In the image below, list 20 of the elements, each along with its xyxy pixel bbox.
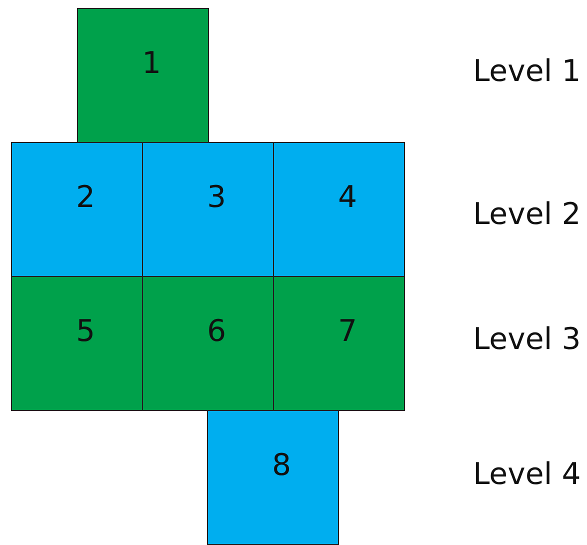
level-label: Level 4 xyxy=(473,460,581,490)
tile-number: 3 xyxy=(207,183,226,213)
square-tile xyxy=(142,276,274,411)
square-tile xyxy=(273,276,405,411)
tile-number: 7 xyxy=(338,317,358,347)
level-label: Level 3 xyxy=(473,325,581,355)
square-tile xyxy=(207,410,339,545)
tile-number: 2 xyxy=(76,183,96,213)
square-tile xyxy=(142,142,274,277)
square-tile xyxy=(11,276,143,411)
tile-number: 6 xyxy=(207,317,226,347)
tile-number: 4 xyxy=(338,183,358,213)
tile-number: 1 xyxy=(142,49,162,79)
square-tile xyxy=(77,8,209,143)
tile-number: 8 xyxy=(272,451,292,481)
tile-number: 5 xyxy=(76,317,96,347)
square-tile xyxy=(11,142,143,277)
level-label: Level 1 xyxy=(473,57,581,87)
square-tile xyxy=(273,142,405,277)
level-label: Level 2 xyxy=(473,200,581,230)
